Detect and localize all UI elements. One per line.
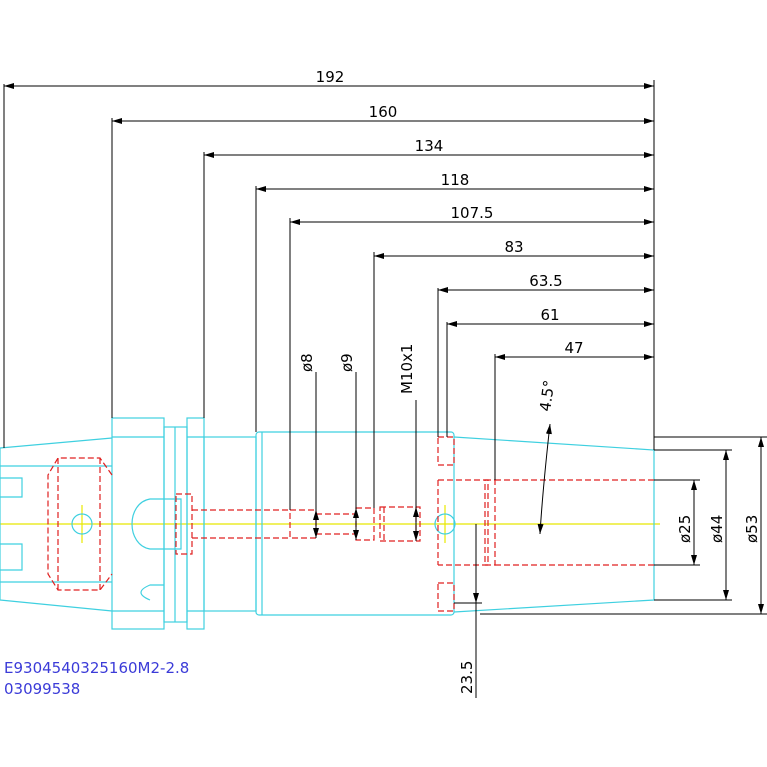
key-slot [131, 498, 182, 550]
dim-83: 83 [504, 238, 523, 256]
dim-thread: M10x1 [398, 344, 416, 394]
dim-dia-8: ø8 [298, 353, 316, 372]
dim-dia-25: ø25 [676, 515, 694, 543]
dimension-labels: 192 160 134 118 107.5 83 63.5 61 47 ø8 ø… [298, 68, 761, 694]
part-number: 03099538 [4, 680, 80, 698]
dim-dia-53: ø53 [743, 515, 761, 543]
dim-192: 192 [316, 68, 345, 86]
dim-47: 47 [564, 339, 583, 357]
tool-holder-outline [0, 417, 655, 630]
dim-63-5: 63.5 [529, 272, 562, 290]
dim-134: 134 [415, 137, 444, 155]
shank-taper [0, 437, 113, 612]
part-code: E9304540325160M2-2.8 [4, 659, 189, 677]
centerline [0, 505, 660, 543]
dim-offset-23-5: 23.5 [458, 661, 476, 694]
main-body [255, 431, 455, 616]
coolant-hole [434, 513, 456, 535]
dim-160: 160 [369, 103, 398, 121]
dimension-lines [3, 80, 767, 698]
dim-107-5: 107.5 [451, 204, 494, 222]
dim-61: 61 [540, 306, 559, 324]
hidden-features [47, 436, 654, 612]
dim-angle: 4.5° [536, 379, 558, 413]
tapered-nose [453, 436, 655, 613]
dim-118: 118 [441, 171, 470, 189]
dim-dia-44: ø44 [708, 515, 726, 543]
title-block: E9304540325160M2-2.8 03099538 [4, 659, 189, 698]
cross-hole [71, 513, 93, 535]
dim-dia-9: ø9 [338, 353, 356, 372]
shank-notch [0, 477, 23, 498]
shank-notch-lower [0, 543, 23, 571]
